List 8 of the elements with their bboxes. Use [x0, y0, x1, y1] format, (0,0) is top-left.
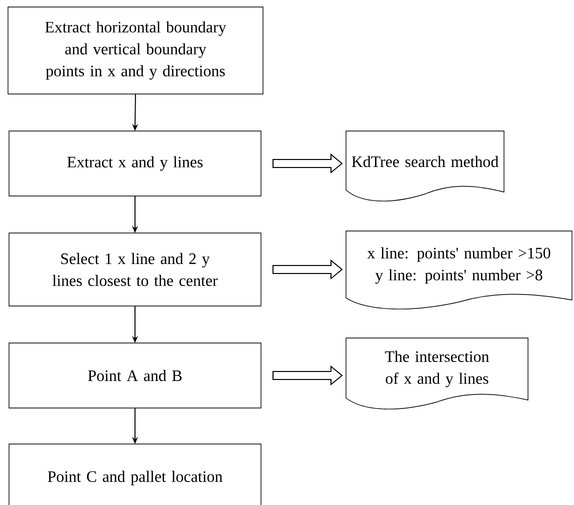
arrow [272, 365, 343, 386]
process-box: Extract x and y lines [8, 130, 262, 196]
process-box: Point A and B [8, 342, 262, 408]
arrow [272, 153, 343, 174]
process-box: Extract horizontal boundary and vertical boundary points in x and y directions [8, 6, 264, 94]
arrow [272, 259, 343, 280]
process-box: Select 1 x line and 2 y lines closest to the center [8, 232, 262, 306]
process-box: Point C and pallet location [8, 444, 262, 505]
